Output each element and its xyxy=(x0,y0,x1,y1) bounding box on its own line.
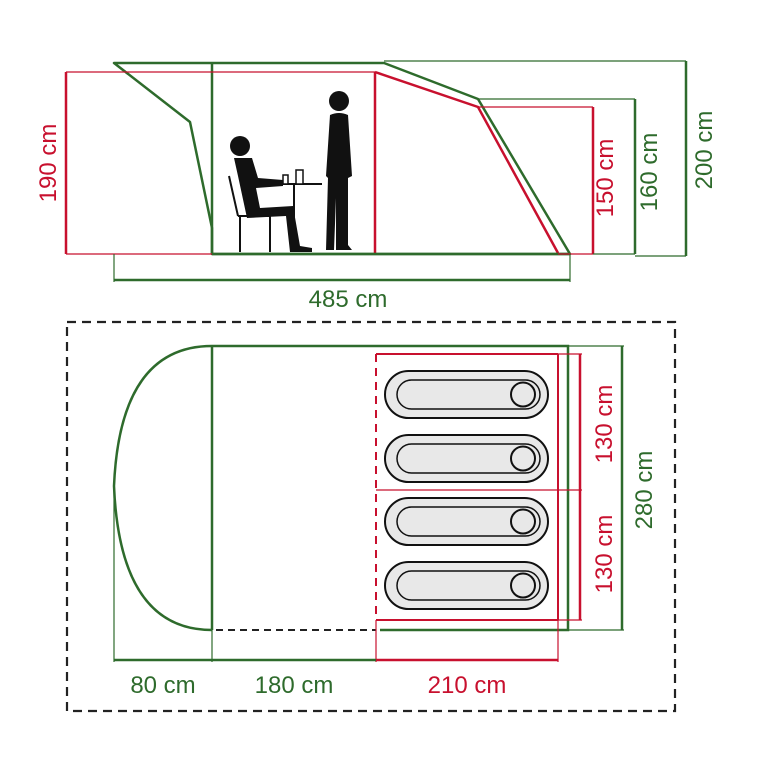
sleeping-bag xyxy=(384,370,549,419)
height-190-label: 190 cm xyxy=(35,124,62,203)
living-length-label: 180 cm xyxy=(255,672,334,699)
seated-person xyxy=(230,136,312,252)
height-160-label: 160 cm xyxy=(636,133,663,212)
sleeping-bag xyxy=(384,561,549,610)
sleeping-bag xyxy=(384,497,549,546)
porch-outline xyxy=(112,344,213,632)
standing-person xyxy=(326,91,352,250)
length-485-label: 485 cm xyxy=(309,286,388,313)
porch-length-label: 80 cm xyxy=(130,672,195,699)
footprint-dashed-outline xyxy=(65,320,677,713)
width-280-label: 280 cm xyxy=(631,451,658,530)
side-view: 485 cm 190 cm 150 cm 160 cm 200 cm xyxy=(35,60,718,313)
height-200-label: 200 cm xyxy=(691,111,718,190)
width-130-top-label: 130 cm xyxy=(591,385,618,464)
bedroom-length-label: 210 cm xyxy=(428,672,507,699)
height-150-label: 150 cm xyxy=(592,139,619,218)
width-130-bottom-label: 130 cm xyxy=(591,515,618,594)
tent-outline-plan xyxy=(210,344,570,632)
sleeping-bag xyxy=(384,434,549,483)
floor-plan: 80 cm 180 cm 210 cm 130 cm 130 cm 280 cm xyxy=(65,320,677,713)
